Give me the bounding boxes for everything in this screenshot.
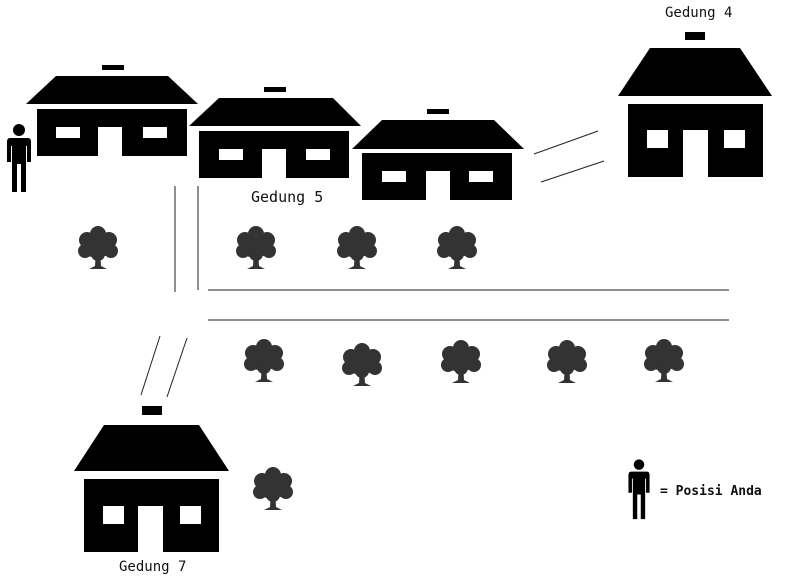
legend-text: = Posisi Anda	[660, 484, 762, 499]
label-gedung-4: Gedung 4	[665, 5, 733, 21]
building-gedung-4	[618, 32, 772, 177]
tree-icon	[644, 339, 684, 382]
tree-icon	[547, 340, 587, 383]
tree-icon	[441, 340, 481, 383]
building-gedung-7	[74, 406, 229, 552]
tree-icon	[253, 467, 293, 510]
building-gedung-5	[189, 87, 361, 178]
tree-icon	[342, 343, 382, 386]
tree-icon	[437, 226, 477, 269]
tree-row-1	[78, 226, 477, 269]
person-icon	[7, 124, 31, 192]
road-lines	[140, 130, 729, 398]
label-gedung-7: Gedung 7	[119, 559, 187, 575]
building-1	[26, 65, 198, 156]
label-gedung-5: Gedung 5	[251, 188, 324, 206]
legend-person-icon	[628, 459, 650, 520]
tree-icon	[78, 226, 118, 269]
building-3	[352, 109, 524, 200]
tree-near-gedung-7	[253, 467, 293, 510]
tree-icon	[337, 226, 377, 269]
tree-icon	[236, 226, 276, 269]
tree-icon	[244, 339, 284, 382]
tree-row-2	[244, 339, 684, 386]
